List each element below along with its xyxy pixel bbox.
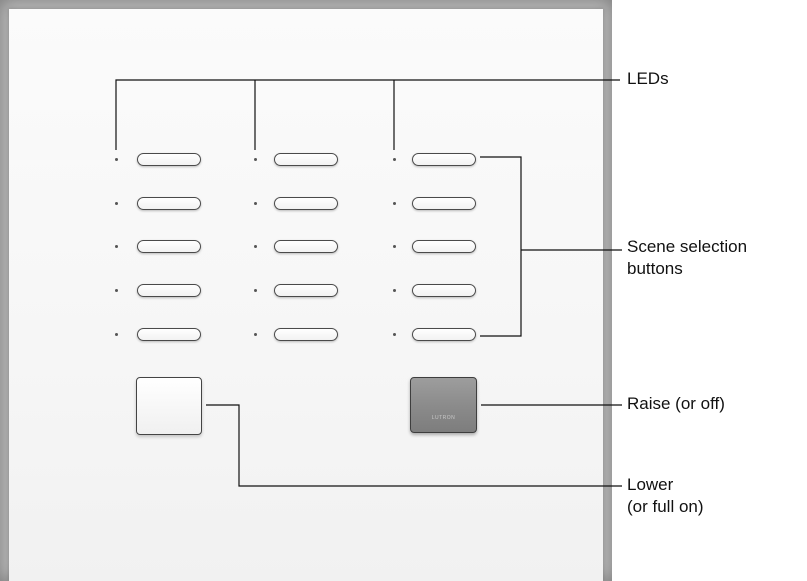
- lower-label-line2: (or full on): [627, 497, 704, 516]
- lower-leader-line: [206, 404, 622, 487]
- scene-button[interactable]: [412, 284, 476, 297]
- led: [115, 202, 118, 205]
- scene-button[interactable]: [412, 240, 476, 253]
- raise-label: Raise (or off): [627, 394, 725, 413]
- led: [115, 289, 118, 292]
- scene-button[interactable]: [274, 284, 338, 297]
- scene-button[interactable]: [274, 240, 338, 253]
- raise-button[interactable]: LUTRON: [410, 377, 477, 433]
- led: [115, 158, 118, 161]
- led: [393, 333, 396, 336]
- scene-leader-bracket: [480, 156, 522, 337]
- scene-button[interactable]: [412, 328, 476, 341]
- scene-button[interactable]: [274, 197, 338, 210]
- scene-button[interactable]: [137, 240, 201, 253]
- led: [254, 202, 257, 205]
- scene-button[interactable]: [137, 153, 201, 166]
- scene-button[interactable]: [412, 197, 476, 210]
- scene-button[interactable]: [274, 328, 338, 341]
- scene-label-line1: Scene selection: [627, 237, 748, 256]
- led: [254, 245, 257, 248]
- lutron-logo: LUTRON: [431, 415, 456, 421]
- led: [393, 158, 396, 161]
- leds-label: LEDs: [627, 69, 669, 88]
- scene-button[interactable]: [412, 153, 476, 166]
- lower-label-line1: Lower: [627, 475, 674, 494]
- scene-button[interactable]: [137, 328, 201, 341]
- led: [393, 245, 396, 248]
- led: [115, 245, 118, 248]
- led: [393, 289, 396, 292]
- scene-label-line2: buttons: [627, 259, 683, 278]
- led: [254, 333, 257, 336]
- lower-button[interactable]: [136, 377, 202, 435]
- scene-button[interactable]: [274, 153, 338, 166]
- led: [254, 158, 257, 161]
- led: [254, 289, 257, 292]
- scene-button[interactable]: [137, 284, 201, 297]
- leds-leader-line: [115, 79, 620, 150]
- led: [393, 202, 396, 205]
- scene-button[interactable]: [137, 197, 201, 210]
- led: [115, 333, 118, 336]
